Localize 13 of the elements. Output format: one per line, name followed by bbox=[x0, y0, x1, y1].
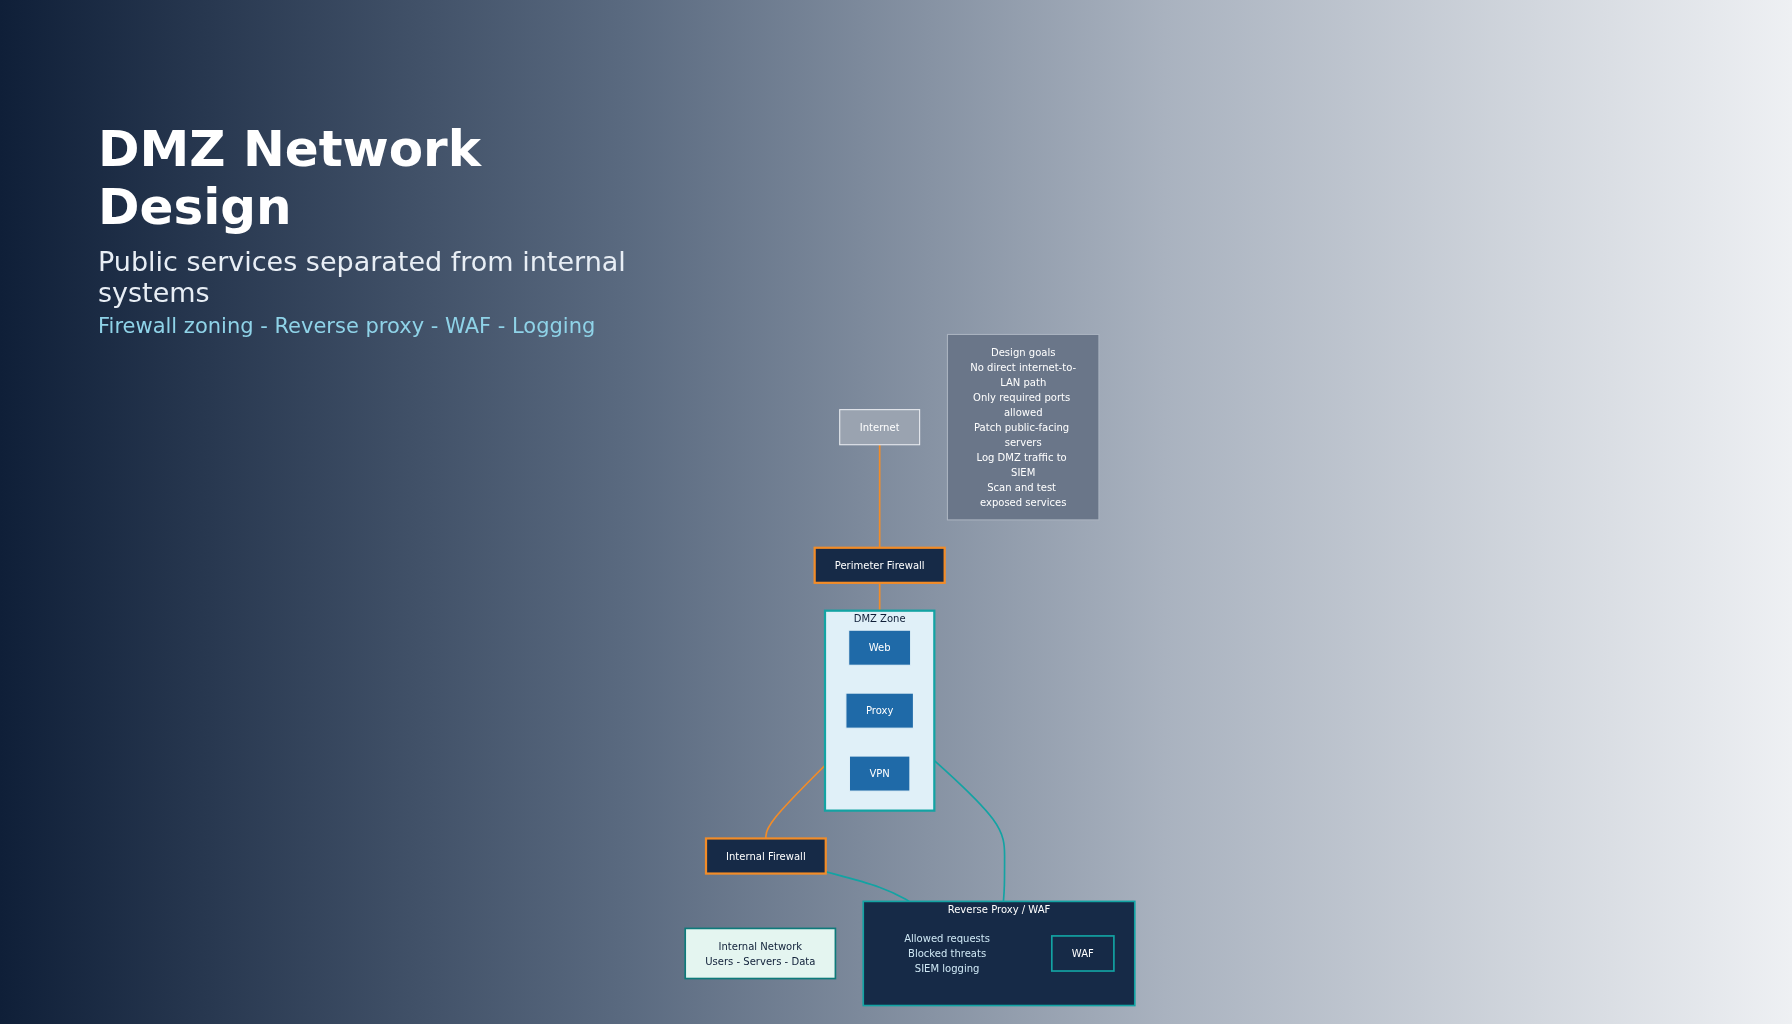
node-box: WAF bbox=[1050, 935, 1115, 972]
node-box: Perimeter Firewall bbox=[813, 546, 946, 584]
subtitle: Public services separated from internal systems bbox=[98, 246, 627, 308]
node-box: Internal Firewall bbox=[704, 837, 827, 875]
tagline: Firewall zoning - Reverse proxy - WAF - Logging bbox=[98, 314, 597, 338]
node-box: Design goals No direct internet-to-LAN path Only required ports allowed Patch public-facing servers Log DMZ traffic to SIEM Scan and test exposed services bbox=[946, 333, 1100, 521]
connector bbox=[824, 870, 911, 903]
node-box: Web bbox=[848, 629, 912, 666]
node-box: Internet bbox=[839, 409, 921, 446]
node-box: VPN bbox=[848, 755, 911, 792]
node-box: Proxy bbox=[845, 692, 914, 729]
diagram-title: DMZ Network Design bbox=[98, 120, 483, 236]
node-box: Internal Network Users - Servers - Data bbox=[684, 927, 837, 980]
